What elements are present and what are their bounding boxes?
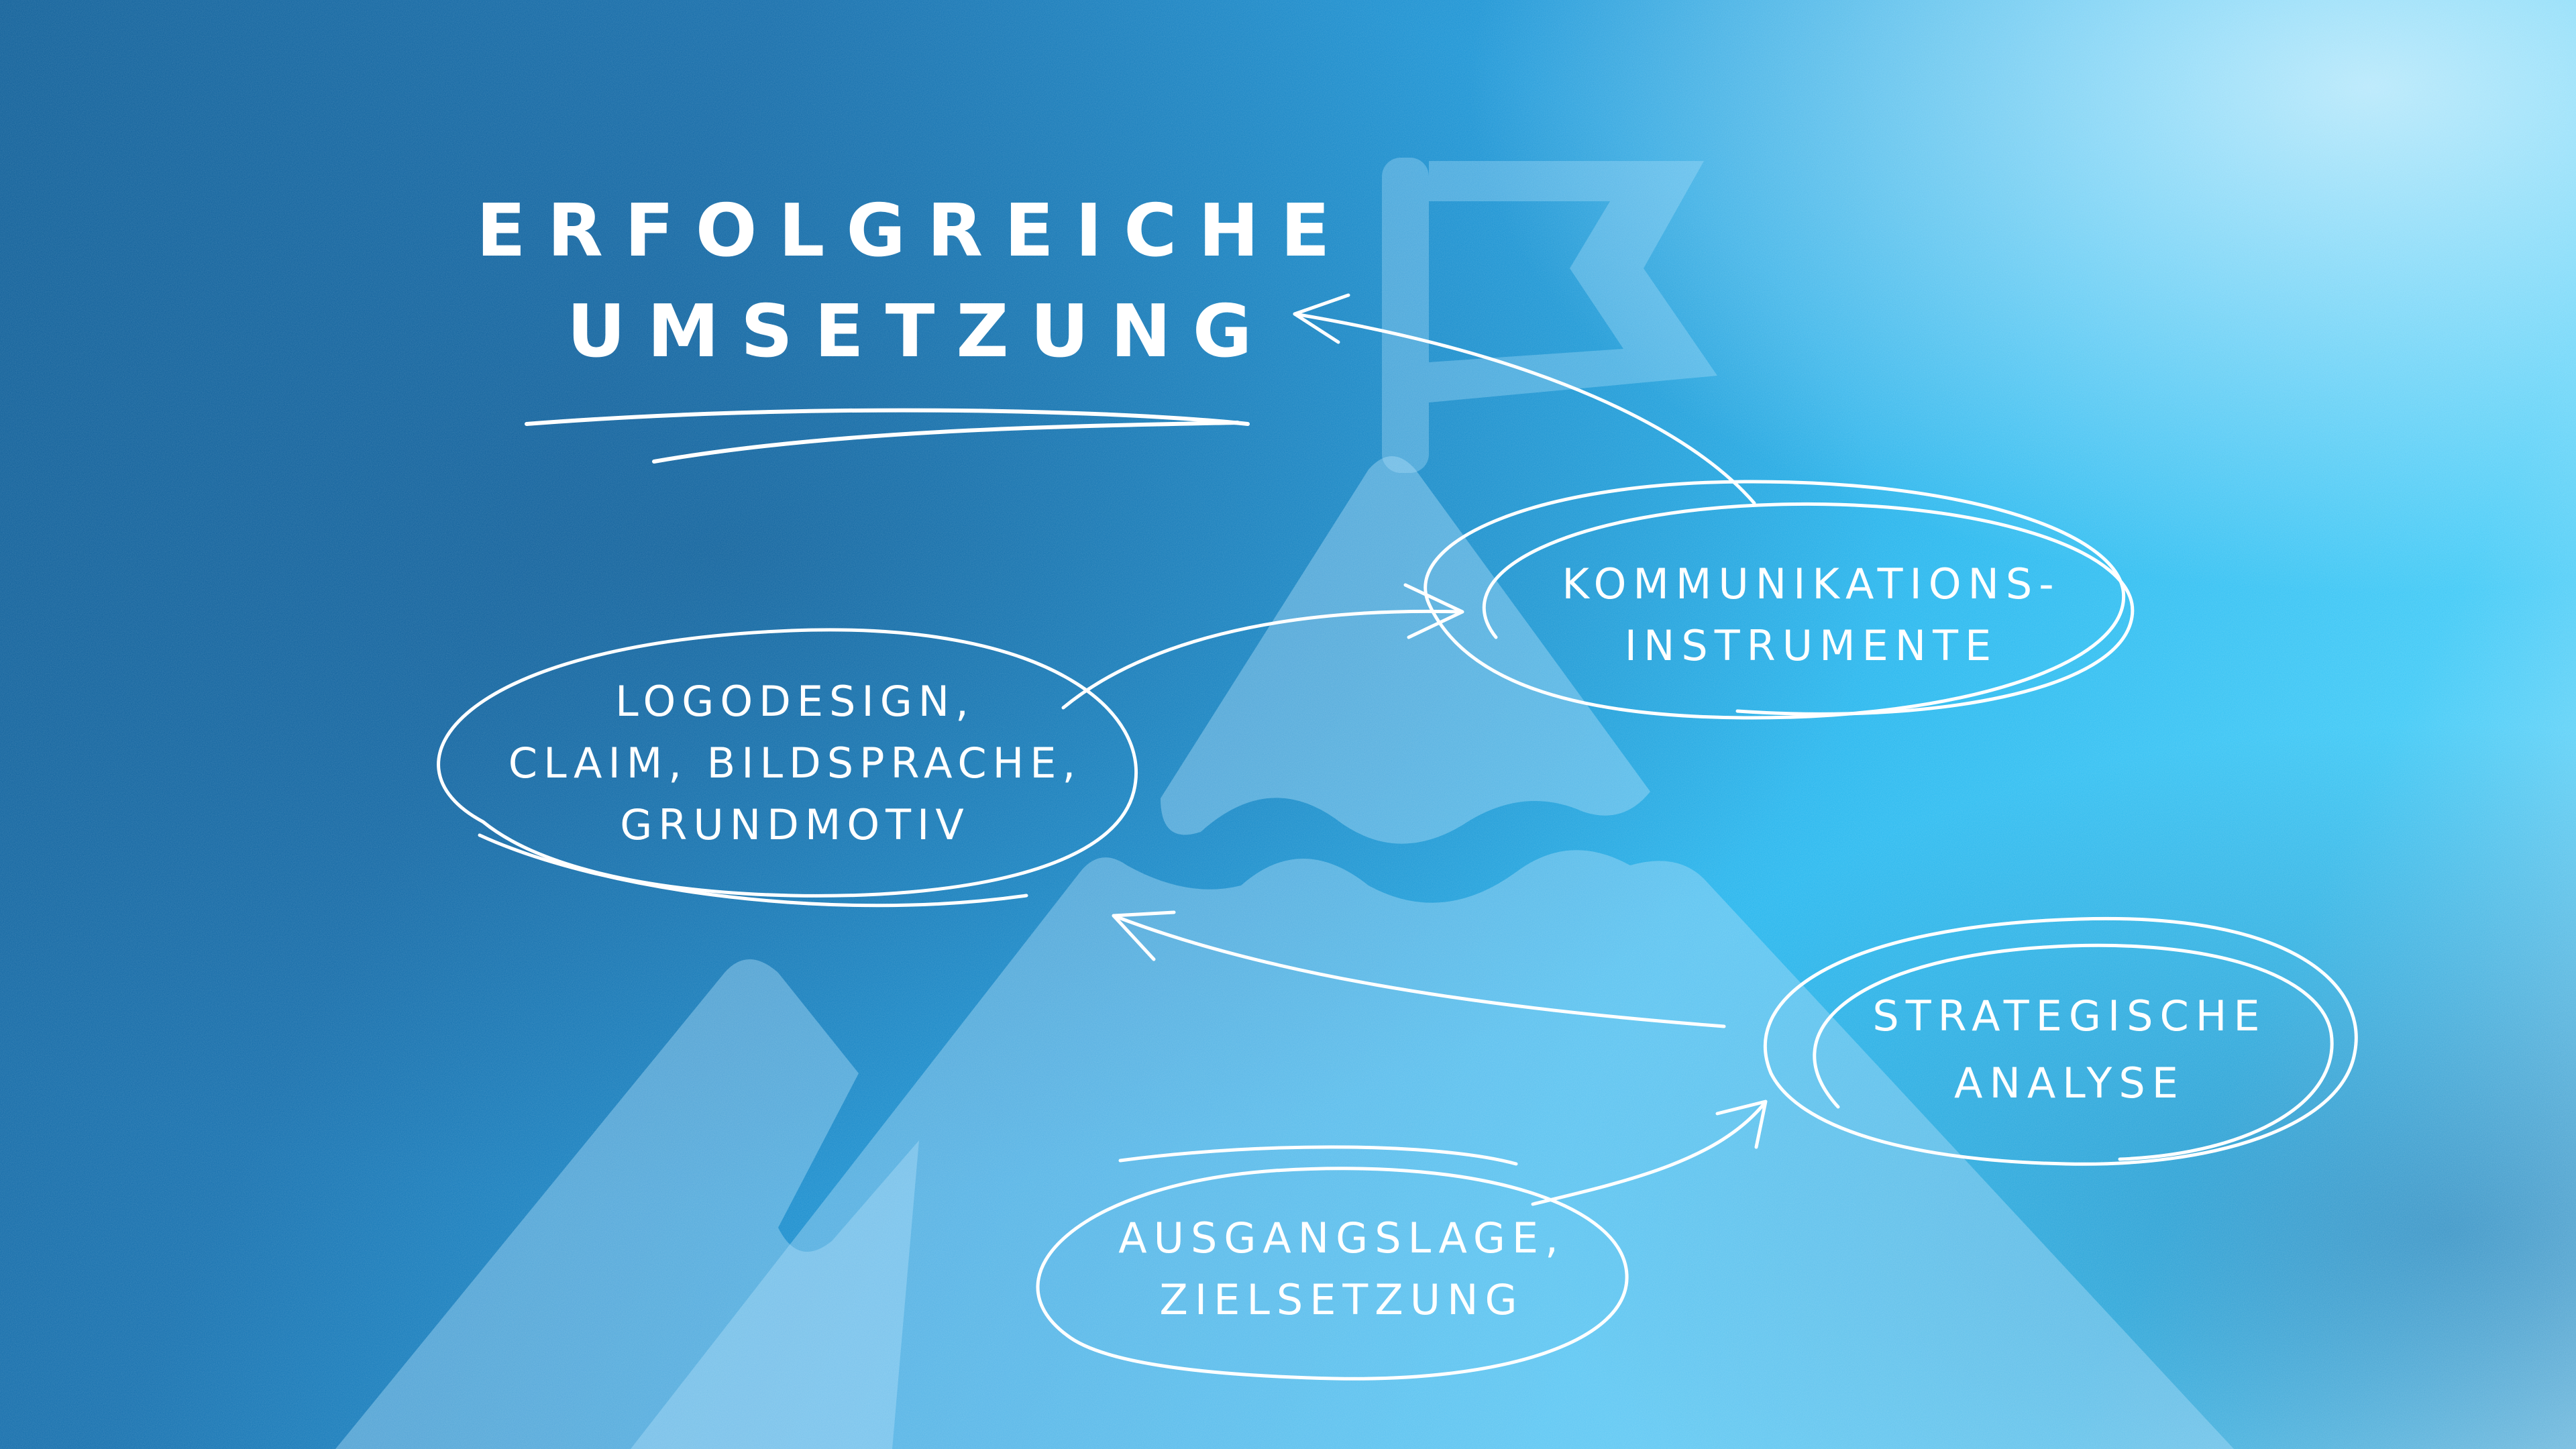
step-strategie: STRATEGISCHE ANALYSE [1805,983,2334,1117]
step-logodesign: LOGODESIGN, CLAIM, BILDSPRACHE, GRUNDMOT… [476,671,1114,856]
step-kommunikation-line-1: KOMMUNIKATIONS- [1562,559,2061,608]
step-ausgang: AUSGANGSLAGE, ZIELSETZUNG [1046,1208,1637,1331]
step-kommunikation-line-2: INSTRUMENTE [1624,621,1998,670]
step-logodesign-line-3: GRUNDMOTIV [620,800,970,849]
step-ausgang-line-1: AUSGANGSLAGE, [1118,1214,1565,1263]
step-kommunikation: KOMMUNIKATIONS- INSTRUMENTE [1503,553,2120,677]
step-strategie-line-2: ANALYSE [1954,1059,2185,1108]
title-line-2: UMSETZUNG [567,290,1274,374]
step-logodesign-line-1: LOGODESIGN, [615,677,975,726]
step-strategie-line-1: STRATEGISCHE [1872,991,2267,1040]
step-ausgang-line-2: ZIELSETZUNG [1159,1275,1524,1324]
title-line-1: ERFOLGREICHE [476,189,1352,273]
step-logodesign-line-2: CLAIM, BILDSPRACHE, [508,739,1082,788]
